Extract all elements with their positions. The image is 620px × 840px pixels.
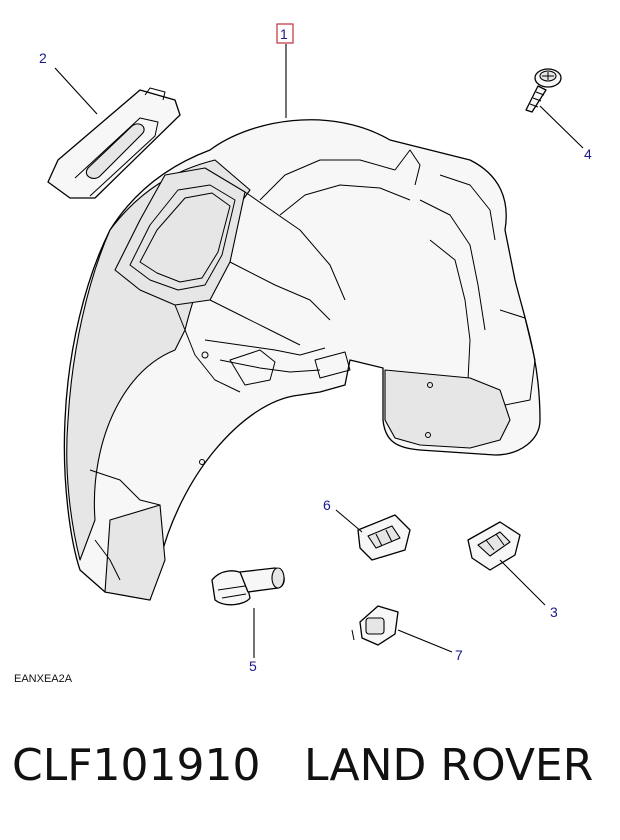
grommet-part-7 [351, 605, 399, 646]
callout-4: 4 [584, 146, 592, 162]
footer: CLF101910 LAND ROVER [0, 740, 620, 820]
callout-1: 1 [280, 26, 288, 42]
push-rivet-part-5 [211, 567, 285, 606]
brand-name: LAND ROVER [304, 740, 594, 791]
callout-1-box [276, 23, 294, 44]
drawing-code: EANXEA2A [14, 673, 73, 685]
leader-lines [54, 44, 584, 658]
callout-2: 2 [39, 50, 47, 66]
wheel-arch-liner [63, 119, 541, 601]
callout-7: 7 [455, 647, 463, 663]
clip-part-6 [357, 514, 411, 561]
callout-5: 5 [249, 658, 257, 674]
clip-part-3 [467, 521, 521, 571]
cover-plate [47, 87, 181, 199]
screw-part-4 [525, 68, 562, 113]
callout-6: 6 [323, 497, 331, 513]
callout-3: 3 [550, 604, 558, 620]
part-number: CLF101910 [12, 740, 261, 791]
parts-diagram: 1 2 3 4 5 6 7 EANXEA2A [14, 23, 592, 685]
